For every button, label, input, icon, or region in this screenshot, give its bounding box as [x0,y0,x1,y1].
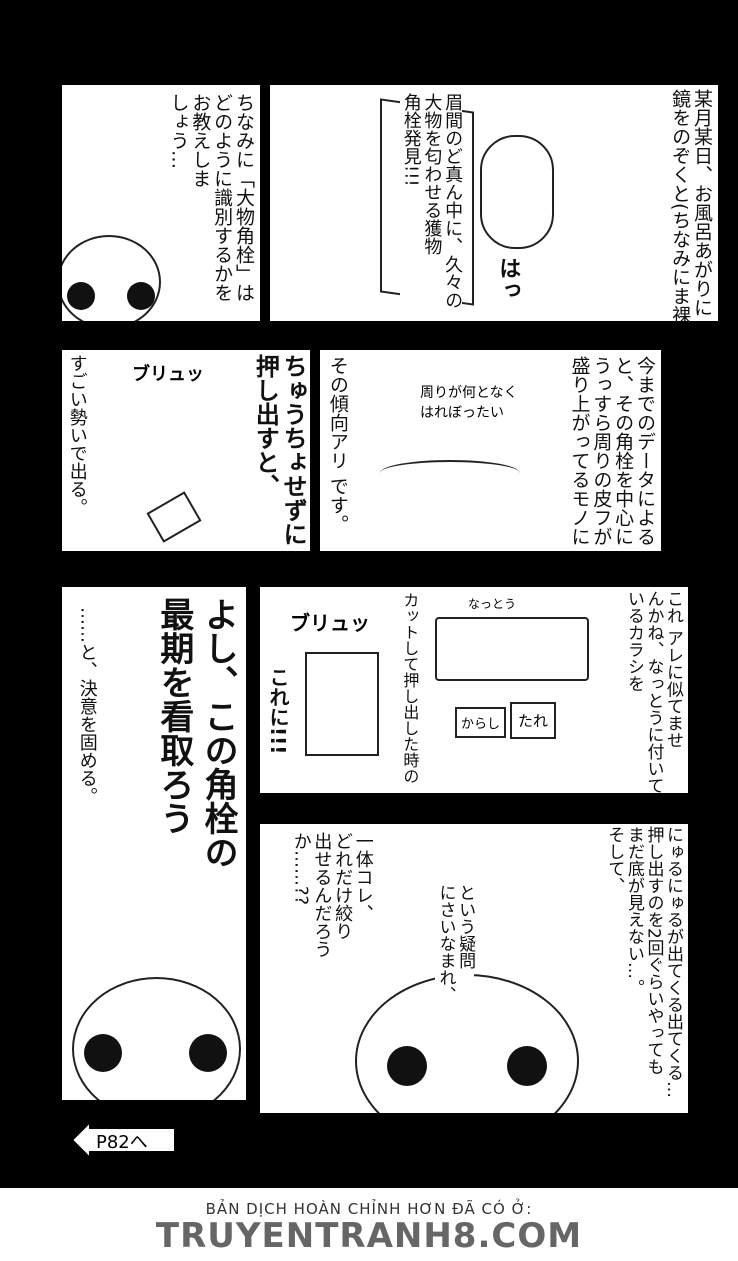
sfx: ブリュッ [132,364,204,385]
panel-resolve: よし、この角栓の 最期を看取ろう ……と、決意を固める。 [60,585,248,1102]
eye [127,282,155,310]
thought: 一体コレ、 どれだけ絞り 出せるんだろう か……?? [290,832,374,958]
narration: ちなみに「大物角栓」は どのように識別するかを お教えしま しょう… [167,93,255,302]
panel-explain: ちなみに「大物角栓」は どのように識別するかを お教えしま しょう… [60,83,262,323]
narration: カットして押し出した時の [400,592,420,784]
footer: BẢN DỊCH HOÀN CHỈNH HƠN ĐÃ CÓ Ở: TRUYENT… [0,1188,738,1261]
big-text: よし、この角栓の 最期を看取ろう [153,597,238,869]
panel-squeezing: にゅるにゅるが出てくる出てくる… 押し出すのを2回ぐらいやっても まだ底が見えな… [258,822,690,1115]
natto-pack [435,617,589,681]
character [62,235,161,321]
tare-pack: たれ [510,702,557,739]
narration: 某月某日、お風呂あがりに 鏡をのぞくと(ちなみにま裸) [669,89,713,323]
sfx: ブリュッ [290,611,370,635]
narration-discovery: 眉間のど真ん中に、久々の 大物を匂わせる獲物 角栓発見!!! [400,93,464,309]
skin-bump [380,460,520,486]
eye [507,1046,547,1086]
next-page-arrow[interactable]: P82へ [70,1120,180,1160]
natto-label: なっとう [468,597,517,611]
karashi-packet [305,652,379,756]
footer-site[interactable]: TRUYENTRANH8.COM [155,1216,583,1256]
panel-squeeze: ちゅうちょせずに 押し出すと、 ブリュッ すごい勢いで出る。 [60,348,312,553]
panel-natto: これ アレに似てませ んかね、なっとうに付いて いるカラシを なっとう からし … [258,585,690,795]
narration: 今までのデータによる と、その角栓を中心に うっすら周りの皮フが 盛り上がってる… [568,356,656,546]
next-page-label: P82へ [96,1132,148,1153]
thought-continued: という疑問 にさいなまれ、 [435,884,476,1003]
panel-data: 今までのデータによる と、その角栓を中心に うっすら周りの皮フが 盛り上がってる… [318,348,663,553]
eye [189,1034,227,1072]
caption: これに!!! [266,667,290,755]
narration: ちゅうちょせずに 押し出すと、 [251,354,307,546]
eye [84,1034,122,1072]
narration: これ アレに似てませ んかね、なっとうに付いて いるカラシを [623,590,683,794]
note: 周りが何となく はれぼったい [420,385,518,421]
narration: にゅるにゅるが出てくる出てくる… 押し出すのを2回ぐらいやっても まだ底が見えな… [604,826,683,1098]
eye [67,282,95,310]
karashi-pack: からし [455,707,507,738]
eye [387,1046,427,1086]
caption: すごい勢いで出る。 [66,354,88,516]
panel-bath-mirror: 某月某日、お風呂あがりに 鏡をのぞくと(ちなみにま裸) 眉間のど真ん中に、久々の… [268,83,720,323]
footer-notice: BẢN DỊCH HOÀN CHỈNH HƠN ĐÃ CÓ Ở: [205,1200,533,1218]
small-text: ……と、決意を固める。 [76,607,98,805]
narration: その傾向アリ です。 [326,356,349,534]
character [72,977,241,1100]
sfx-ha: はっ [495,257,521,301]
nose [146,491,202,543]
character [480,135,554,249]
